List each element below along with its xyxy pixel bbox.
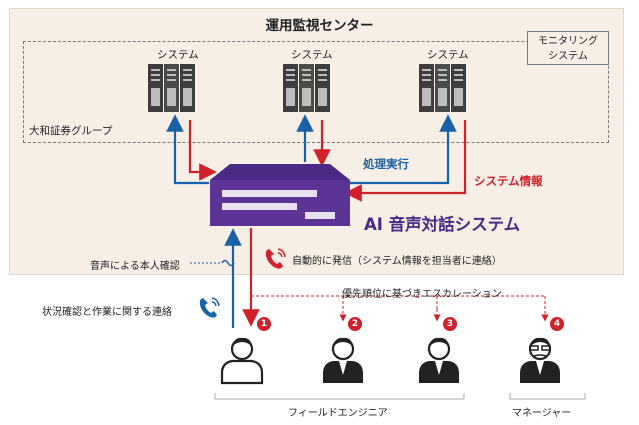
monitoring-label-line1: モニタリング: [538, 36, 598, 47]
manager-label: マネージャー: [512, 408, 572, 419]
phone-icon-red: [265, 248, 286, 269]
field-engineer-icon-1: [220, 336, 264, 385]
server-icon-1: [148, 64, 195, 112]
field-engineer-label: フィールドエンジニア: [288, 408, 388, 419]
manager-icon: [518, 336, 562, 385]
system-label-1: システム: [157, 49, 199, 61]
arrow-to-system-3: [350, 114, 457, 185]
badge-1-number: 1: [260, 319, 268, 329]
badge-4: [550, 317, 564, 331]
field-engineer-icon-3: [417, 336, 461, 385]
voice-wave-icon: [221, 259, 235, 267]
system-info-label: システム情報: [474, 174, 543, 188]
badge-3: [443, 317, 457, 331]
process-label: 処理実行: [363, 157, 409, 171]
monitoring-system-box: モニタリング システム: [527, 31, 609, 65]
group-label: 大和証券グループ: [29, 125, 113, 137]
phone-icon-blue: [199, 297, 220, 318]
badge-2: [348, 317, 362, 331]
operations-center-area: [9, 8, 624, 275]
arrow-from-system-3: [344, 120, 467, 202]
badge-1: [257, 317, 271, 331]
field-engineer-icon-2: [321, 336, 365, 385]
ai-system-label: AI 音声対話システム: [364, 215, 521, 234]
server-icon-2: [283, 64, 330, 112]
group-boundary: [23, 41, 609, 143]
badge-2-number: 2: [351, 319, 359, 329]
manager-bracket: [509, 393, 586, 400]
engineer-bracket: [214, 393, 465, 400]
operations-center-title: 運用監視センター: [265, 18, 374, 34]
system-label-2: システム: [291, 49, 333, 61]
arrow-from-system-1: [188, 120, 217, 181]
system-label-3: システム: [427, 49, 469, 61]
monitoring-label-line2: システム: [548, 51, 588, 62]
voice-auth-label: 音声による本人確認: [90, 261, 180, 272]
status-contact-label: 状況確認と作業に関する連絡: [42, 307, 172, 318]
badge-3-number: 3: [446, 319, 454, 329]
server-icon-3: [419, 64, 466, 112]
auto-call-label: 自動的に発信（システム情報を担当者に連絡）: [292, 256, 502, 267]
escalation-label: 優先順位に基づきエスカレーション: [342, 289, 502, 300]
arrow-to-system-1: [166, 114, 209, 185]
badge-4-number: 4: [553, 319, 561, 329]
ai-device-top: [210, 164, 350, 180]
